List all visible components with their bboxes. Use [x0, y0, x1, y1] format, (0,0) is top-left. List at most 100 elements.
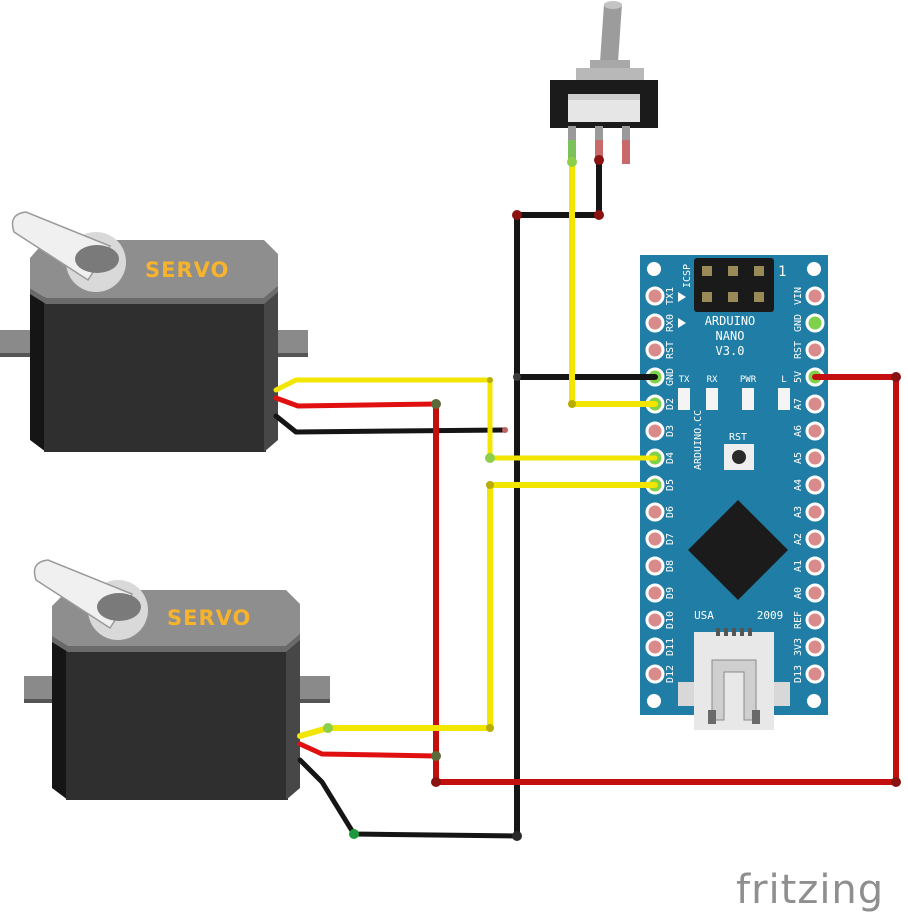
- nano-name-line2: NANO: [716, 329, 745, 343]
- toggle-switch-pin-2: [595, 126, 603, 164]
- nano-pin-label-right-a2: A2: [793, 533, 804, 545]
- nano-pin-right-vin: [805, 286, 825, 306]
- nano-pin-right-a5: [805, 448, 825, 468]
- nano-pin-label-left-gnd: GND: [665, 368, 676, 386]
- wire-yellow-servo2-signal: [297, 482, 658, 739]
- nano-led-l: [778, 388, 790, 410]
- nano-pin-label-left-rx0: RX0: [665, 314, 676, 332]
- servo-1-body: [44, 296, 266, 452]
- servo-1-body-right: [264, 284, 278, 452]
- nano-pin-left-d10: [645, 610, 665, 630]
- wire-yellow-servo1-signal: [273, 377, 658, 461]
- nano-pin-label-right-a0: A0: [793, 587, 804, 599]
- nano-pin-label-right-5v: 5V: [793, 371, 804, 383]
- nano-pin-left-d3: [645, 421, 665, 441]
- nano-brand: ARDUINO.CC: [693, 410, 704, 470]
- arduino-nano: ICSP 1 ARDUINO NANO V3.0 TX RX PWR L ARD…: [640, 255, 828, 730]
- nano-pin-left-d8: [645, 556, 665, 576]
- nano-arrow-tx: [678, 292, 686, 302]
- nano-pin-right-rst: [805, 340, 825, 360]
- wire-joints: [323, 155, 901, 841]
- servo-2-label: SERVO: [167, 606, 251, 630]
- nano-pin-label-right-ref: REF: [793, 611, 804, 629]
- nano-pin-label-right-3v3: 3V3: [793, 638, 804, 656]
- nano-usb-contacts: [716, 628, 752, 636]
- nano-pin-label-left-d7: D7: [665, 533, 676, 545]
- nano-pin-label-left-d12: D12: [665, 665, 676, 683]
- nano-pin-left-d7: [645, 529, 665, 549]
- nano-pin-left-rx0: [645, 313, 665, 333]
- nano-led-rx: [706, 388, 718, 410]
- nano-name-line1: ARDUINO: [705, 314, 756, 328]
- nano-pin-right-a6: [805, 421, 825, 441]
- nano-mount-hole-br: [807, 694, 821, 708]
- nano-pin-right-a7: [805, 394, 825, 414]
- nano-pin-label-right-a3: A3: [793, 506, 804, 518]
- nano-pin-left-d12: [645, 664, 665, 684]
- nano-pin-label-left-d3: D3: [665, 425, 676, 437]
- nano-pin-label-right-d13: D13: [793, 665, 804, 683]
- nano-pin-right-d13: [805, 664, 825, 684]
- toggle-switch-lever: [600, 4, 622, 62]
- nano-pin-label-left-d6: D6: [665, 506, 676, 518]
- nano-pin-right-a0: [805, 583, 825, 603]
- wire-black-servo2: [297, 757, 520, 839]
- nano-pin-label-left-d9: D9: [665, 587, 676, 599]
- nano-led-pwr-label: PWR: [740, 375, 757, 385]
- servo-2: SERVO: [24, 559, 330, 800]
- nano-year-label: 2009: [757, 609, 784, 622]
- nano-pin-label-left-d5: D5: [665, 479, 676, 491]
- nano-pin-left-tx1: [645, 286, 665, 306]
- nano-arrow-rx: [678, 318, 686, 328]
- toggle-switch: [550, 1, 658, 164]
- nano-pin-label-right-a1: A1: [793, 560, 804, 572]
- nano-pin-label-right-rst: RST: [793, 341, 804, 359]
- nano-pin-label-left-d11: D11: [665, 638, 676, 656]
- nano-pin-label-left-d2: D2: [665, 398, 676, 410]
- servo-2-body-side: [52, 636, 68, 800]
- servo-2-body-right: [286, 632, 300, 800]
- nano-led-tx-label: TX: [679, 375, 690, 385]
- nano-pin-right-a4: [805, 475, 825, 495]
- nano-pin-left-d9: [645, 583, 665, 603]
- nano-usb-connector: [694, 632, 774, 730]
- nano-led-tx: [678, 388, 690, 410]
- nano-icsp-pins: [702, 266, 764, 302]
- nano-pin-label-right-vin: VIN: [793, 287, 804, 305]
- toggle-switch-pin-1: [568, 126, 576, 164]
- nano-led-pwr: [742, 388, 754, 410]
- nano-pin-right-ref: [805, 610, 825, 630]
- toggle-switch-nut: [590, 60, 630, 70]
- nano-mount-hole-tr: [807, 262, 821, 276]
- nano-icsp-label: ICSP: [682, 264, 693, 288]
- nano-pin-label-left-tx1: TX1: [665, 287, 676, 305]
- nano-pin-left-rst: [645, 340, 665, 360]
- wire-red-servo1: [273, 395, 439, 409]
- nano-pin-right-3v3: [805, 637, 825, 657]
- nano-pin-label-right-gnd: GND: [793, 314, 804, 332]
- nano-mcu-chip: [688, 500, 788, 600]
- wire-red-servo2: [297, 741, 439, 759]
- nano-pin-one-marker: 1: [778, 264, 786, 280]
- servo-2-body: [66, 644, 288, 800]
- nano-pin-right-a2: [805, 529, 825, 549]
- nano-pin-label-right-a4: A4: [793, 479, 804, 491]
- nano-pin-label-left-rst: RST: [665, 341, 676, 359]
- nano-mount-hole-tl: [647, 262, 661, 276]
- servo-2-horn-hub: [97, 593, 141, 621]
- nano-pin-left-d11: [645, 637, 665, 657]
- wires: [273, 155, 901, 841]
- nano-origin-label: USA: [694, 609, 714, 622]
- wire-black-servo1: [273, 413, 508, 435]
- toggle-switch-pin-3: [622, 126, 630, 164]
- nano-pin-label-left-d4: D4: [665, 452, 676, 464]
- nano-pin-label-left-d8: D8: [665, 560, 676, 572]
- servo-1-body-side: [30, 290, 46, 452]
- nano-pin-label-right-a5: A5: [793, 452, 804, 464]
- servo-1: SERVO: [0, 211, 308, 452]
- servo-1-horn-hub: [75, 245, 119, 273]
- wire-black-switch: [514, 157, 602, 218]
- fritzing-watermark: fritzing: [736, 867, 884, 913]
